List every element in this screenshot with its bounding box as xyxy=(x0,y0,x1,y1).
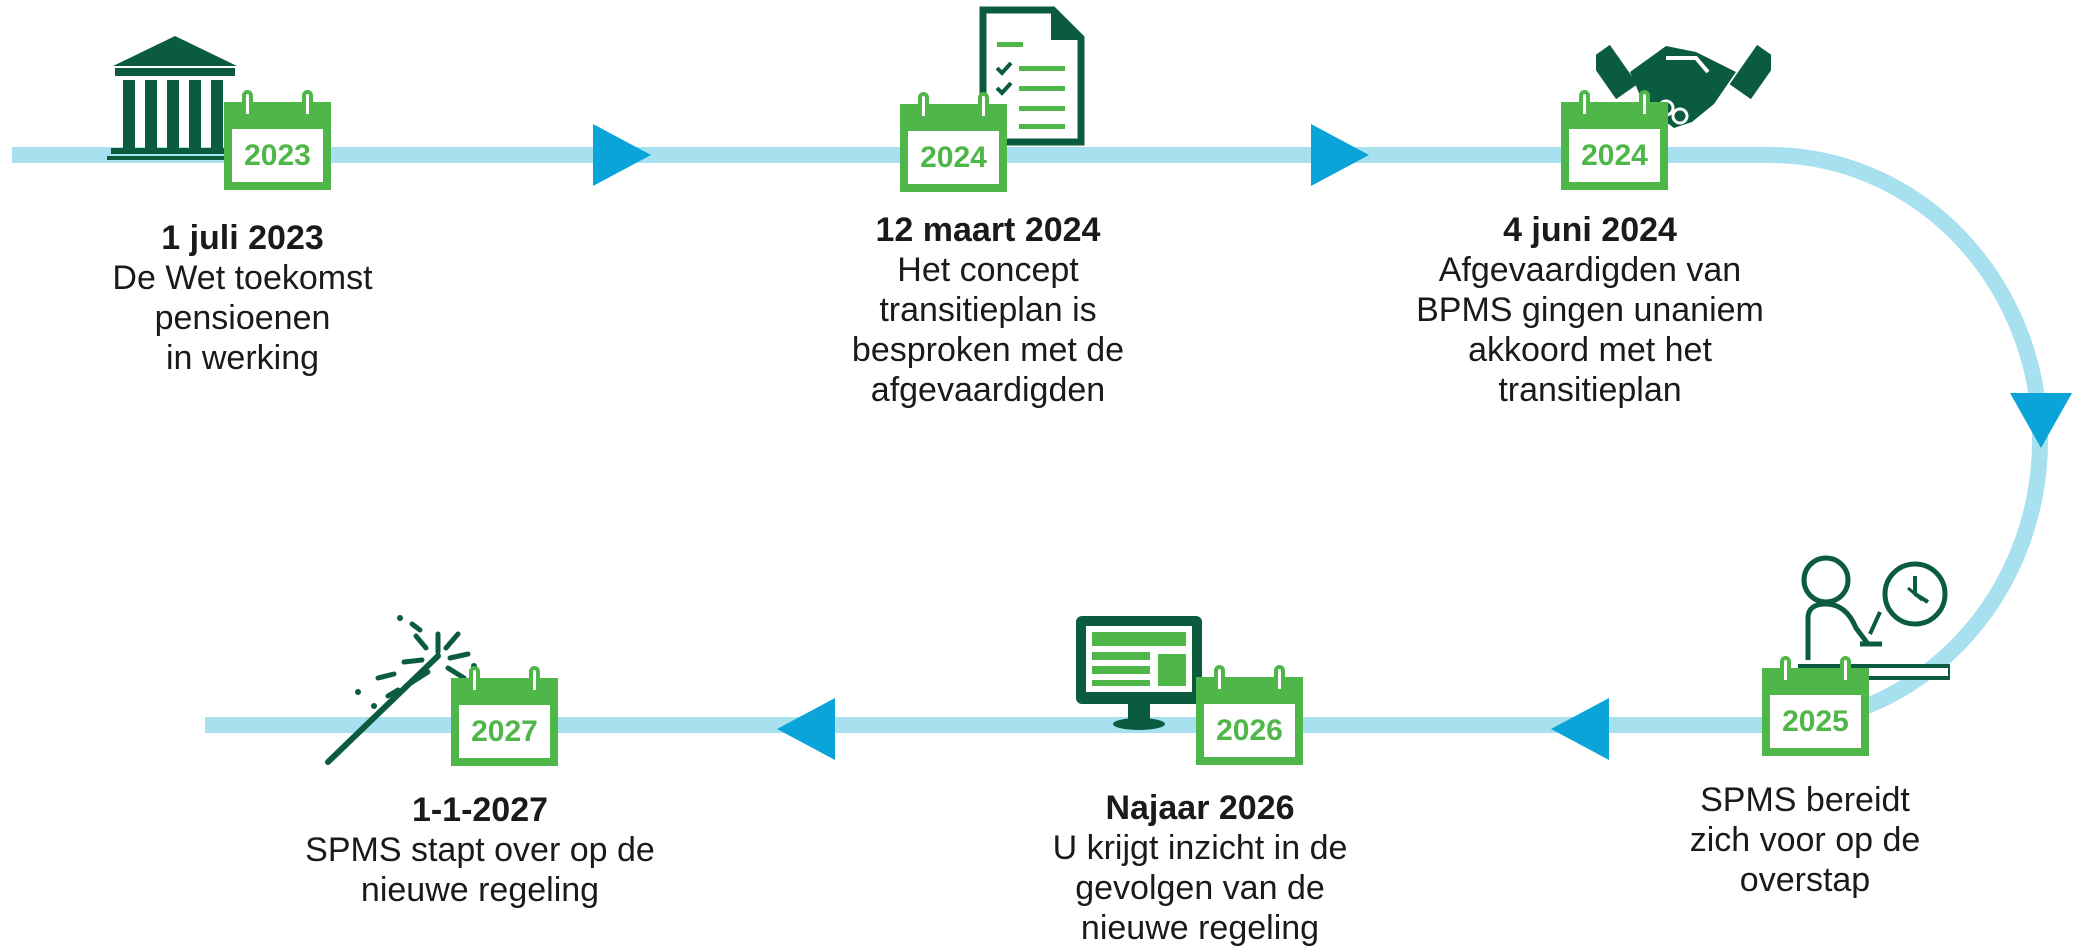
milestone-label: 1 juli 2023 De Wet toekomst pensioenen i… xyxy=(60,218,425,378)
calendar-year: 2025 xyxy=(1770,695,1861,748)
milestone-description: SPMS bereidt zich voor op de overstap xyxy=(1689,781,1921,899)
calendar-icon: 2027 xyxy=(451,664,558,766)
milestone-date: 1 juli 2023 xyxy=(161,219,324,257)
milestone-description: SPMS stapt over op de nieuwe regeling xyxy=(305,831,655,909)
milestone-label: SPMS bereidt zich voor op de overstap xyxy=(1640,780,1970,900)
arrow-right-2 xyxy=(1311,124,1369,186)
arrow-left-2 xyxy=(777,698,835,760)
milestone-date: 12 maart 2024 xyxy=(875,211,1101,249)
arrow-right-1 xyxy=(593,124,651,186)
milestone-description: Het concept transitieplan is besproken m… xyxy=(851,251,1125,409)
arrow-left-1 xyxy=(1551,698,1609,760)
milestone-date: 1-1-2027 xyxy=(411,791,549,829)
milestone-description: De Wet toekomst pensioenen in werking xyxy=(112,259,373,377)
calendar-year: 2024 xyxy=(1569,129,1660,182)
milestone-label: Najaar 2026 U krijgt inzicht in de gevol… xyxy=(1000,788,1400,947)
calendar-year: 2023 xyxy=(232,129,323,182)
calendar-icon: 2026 xyxy=(1196,663,1303,765)
arrow-down xyxy=(2010,393,2072,448)
milestone-date: Najaar 2026 xyxy=(1105,789,1295,827)
calendar-year: 2026 xyxy=(1204,704,1295,757)
calendar-icon: 2024 xyxy=(900,90,1007,192)
milestone-description: U krijgt inzicht in de gevolgen van de n… xyxy=(1052,829,1348,947)
document-checklist-icon xyxy=(979,6,1085,146)
calendar-year: 2027 xyxy=(459,705,550,758)
person-working-clock-icon xyxy=(1798,555,1950,680)
calendar-year: 2024 xyxy=(908,131,999,184)
milestone-date: 4 juni 2024 xyxy=(1503,211,1677,249)
milestone-label: 12 maart 2024 Het concept transitieplan … xyxy=(808,210,1168,410)
milestone-description: Afgevaardigden van BPMS gingen unaniem a… xyxy=(1416,251,1764,409)
calendar-icon: 2024 xyxy=(1561,88,1668,190)
calendar-icon: 2025 xyxy=(1762,654,1869,756)
government-building-icon xyxy=(107,36,243,160)
milestone-label: 4 juni 2024 Afgevaardigden van BPMS ging… xyxy=(1390,210,1790,410)
milestone-label: 1-1-2027 SPMS stapt over op de nieuwe re… xyxy=(270,790,690,910)
computer-monitor-icon xyxy=(1076,616,1202,730)
calendar-icon: 2023 xyxy=(224,88,331,190)
sparkler-icon xyxy=(325,615,477,765)
